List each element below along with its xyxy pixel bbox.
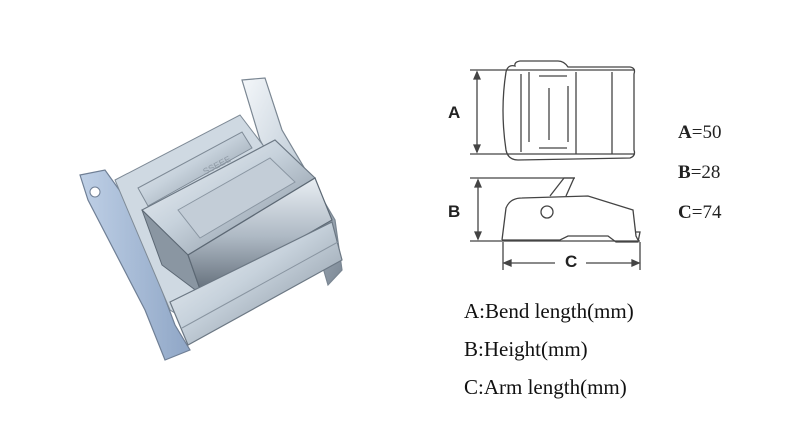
dimension-b-label: B	[448, 202, 461, 221]
top-view-diagram: A	[440, 50, 660, 180]
product-photo: SSEEE	[70, 70, 390, 370]
dimension-values: A=50 B=28 C=74	[678, 113, 721, 233]
top-view-drawing	[470, 60, 636, 161]
dimension-value-b: B=28	[678, 162, 721, 183]
dimension-c-label: C	[565, 252, 578, 271]
dimension-value-c: C=74	[678, 202, 722, 223]
buckle-illustration: SSEEE	[79, 77, 343, 361]
dimension-legend: A:Bend length(mm) B:Height(mm) C:Arm len…	[464, 292, 634, 406]
side-view-drawing	[470, 177, 641, 270]
legend-item-c: C:Arm length(mm)	[464, 375, 627, 399]
legend-item-b: B:Height(mm)	[464, 337, 588, 361]
legend-item-a: A:Bend length(mm)	[464, 299, 634, 323]
side-view-diagram: B C	[440, 170, 660, 280]
dimension-value-a: A=50	[678, 122, 722, 143]
dimension-a-label: A	[448, 103, 461, 122]
